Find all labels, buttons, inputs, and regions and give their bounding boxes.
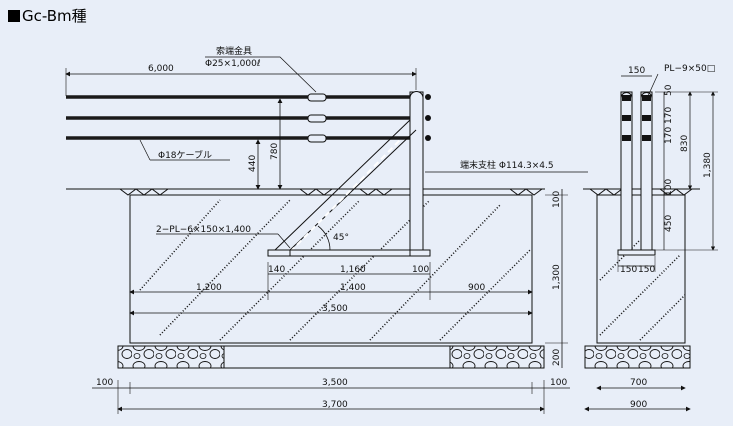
ground-hatch-right [509, 188, 543, 196]
dim-1160: 1,160 [340, 265, 366, 275]
dim-s-1380: 1,380 [703, 152, 713, 178]
base-plate [267, 249, 431, 257]
cables [66, 95, 410, 140]
fitting-spec-label: Φ25×1,000ℓ [205, 59, 261, 69]
dim-900: 900 [468, 283, 485, 293]
dim-s-900: 900 [630, 400, 647, 410]
concrete-block [129, 194, 533, 344]
dim-200: 200 [552, 349, 562, 366]
stone-base-right [449, 345, 545, 369]
dim-s-700: 700 [630, 378, 647, 388]
side-stone-base [584, 345, 691, 369]
dim-top-100: 100 [552, 191, 562, 208]
dim-b-3700: 3,700 [322, 400, 348, 410]
fitting-name-label: 索端金具 [216, 45, 252, 57]
dim-440: 440 [248, 155, 258, 172]
plate-label: 2−PL−6×150×1,400 [156, 225, 251, 235]
dim-6000: 6,000 [148, 64, 174, 74]
dim-s-450: 450 [664, 215, 674, 232]
post-label: 端末支柱 Φ114.3×4.5 [460, 159, 554, 171]
side-plate-label: PL−9×50□ [664, 64, 715, 74]
dim-1300: 1,300 [552, 264, 562, 290]
ground-hatch-mid2 [359, 188, 393, 196]
angle-label: 45° [333, 233, 349, 243]
post-bolts [425, 94, 431, 141]
stone-base-left [117, 345, 225, 369]
left-elevation: 45° 6,000 索端金具 Φ25×1,000ℓ Φ18ケーブル 440 78… [65, 45, 588, 414]
side-elevation: 150 PL−9×50□ 50 170 170 100 450 830 1,38… [583, 64, 718, 412]
dim-s-50: 50 [664, 84, 674, 96]
dim-b-100r: 100 [550, 378, 567, 388]
dim-780: 780 [270, 143, 280, 160]
title-square-icon [8, 10, 20, 22]
ground-hatch-left [119, 188, 169, 196]
dim-s-170b: 170 [664, 127, 674, 144]
dim-140: 140 [268, 265, 285, 275]
dim-s-170a: 170 [664, 107, 674, 124]
concrete-hatch [139, 199, 531, 341]
dim-b-3500: 3,500 [322, 378, 348, 388]
dim-s-150b: 150 [638, 265, 655, 275]
dim-3500: 3,500 [322, 304, 348, 314]
dim-1400: 1,400 [340, 283, 366, 293]
page-title: Gc-Bm種 [22, 7, 87, 25]
ground-hatch-mid [299, 188, 333, 196]
cable-fittings [307, 93, 327, 143]
dim-s-150a: 150 [620, 265, 637, 275]
dim-1200: 1,200 [196, 283, 222, 293]
dim-s-830: 830 [680, 135, 690, 152]
dim-s-100: 100 [664, 179, 674, 196]
cable-label: Φ18ケーブル [158, 149, 212, 161]
end-post [409, 91, 424, 251]
dim-100: 100 [412, 265, 429, 275]
dim-s-150: 150 [628, 66, 645, 76]
dim-b-100: 100 [96, 378, 113, 388]
